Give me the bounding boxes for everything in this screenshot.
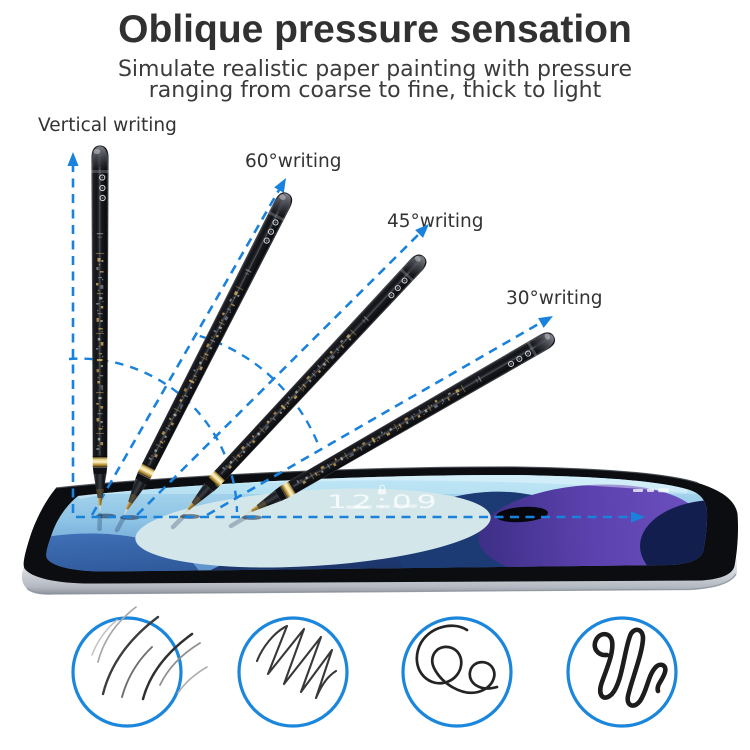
lockscreen-clock: 12:09 [327, 484, 441, 513]
label-vertical-writing: Vertical writing [38, 115, 177, 136]
stylus-pen-60 [117, 189, 296, 518]
arrow-up-icon [67, 152, 79, 166]
subtitle-line-1: Simulate realistic paper painting with p… [117, 57, 633, 82]
loop-scribble-icon [415, 624, 499, 695]
guide-line-30 [206, 320, 543, 517]
stylus-pens [91, 146, 558, 522]
page-title: Oblique pressure sensation [118, 8, 632, 51]
lock-icon [378, 484, 386, 495]
light-hatch-strokes-icon [91, 606, 208, 701]
stroke-sample-light [71, 606, 208, 728]
tablet-top-edge-highlight [55, 466, 699, 489]
wallpaper-blue-circle [46, 533, 203, 572]
stroke-sample-circle [401, 616, 513, 728]
screen-glass-highlight [78, 474, 688, 499]
label-30-writing: 30°writing [506, 288, 603, 309]
stroke-sample-heavy [401, 616, 513, 728]
stroke-sample-thick [566, 616, 678, 728]
arrow-30-icon [538, 311, 556, 328]
arrow-60-icon [274, 175, 291, 193]
label-60-writing: 60°writing [245, 151, 342, 172]
stylus-pen-vertical [91, 146, 108, 512]
stroke-sample-medium [237, 616, 349, 728]
clock-time: 12:09 [327, 491, 441, 513]
subtitle-line-2: ranging from coarse to fine, thick to li… [148, 78, 602, 103]
status-icons [633, 488, 669, 493]
label-45-writing: 45°writing [387, 211, 484, 232]
lockscreen-date-marks [346, 504, 417, 509]
stroke-samples [71, 606, 208, 728]
zigzag-strokes-icon [255, 624, 338, 700]
wallpaper-purple-hole [496, 506, 548, 523]
thick-squiggle-icon [592, 627, 668, 708]
stroke-sample-circle [71, 616, 183, 728]
guide-line-45 [136, 232, 421, 516]
guide-line-60 [90, 189, 281, 516]
tablet-aluminum-seam [26, 573, 737, 595]
wallpaper-pale-circle [135, 488, 491, 568]
